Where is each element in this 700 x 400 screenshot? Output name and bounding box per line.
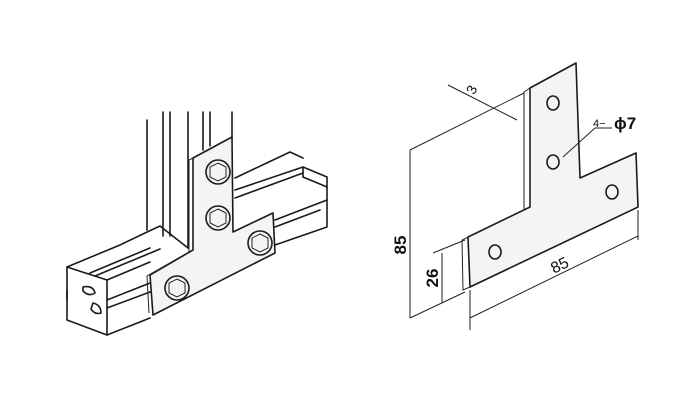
hex-bolt-icon [247,230,273,256]
dimensioned-plate: 85 26 85 3 4− ϕ7 [391,62,639,330]
hole-count-prefix: 4− [593,118,606,130]
hole-diameter: ϕ7 [614,114,636,133]
holes [488,95,619,260]
dim-overall-width: 85 [548,254,572,277]
front-profile [66,225,189,336]
assembly-illustration [66,111,328,336]
hex-bolt-icon [205,205,231,231]
hole-icon [605,184,619,200]
hex-bolt-icon [164,275,190,301]
dim-arm-height: 26 [423,269,442,288]
plate-thickness-edges [461,62,637,291]
dim-overall-height: 85 [391,236,410,255]
right-profile [234,151,328,246]
hole-icon [546,154,560,170]
bracket-thickness [146,157,194,314]
bolts [164,159,273,301]
dimension-lines [409,84,639,330]
vertical-profile [146,111,233,249]
hex-bolt-icon [205,159,231,185]
hole-icon [488,244,502,260]
hole-icon [546,95,560,111]
dim-thickness: 3 [463,82,481,97]
